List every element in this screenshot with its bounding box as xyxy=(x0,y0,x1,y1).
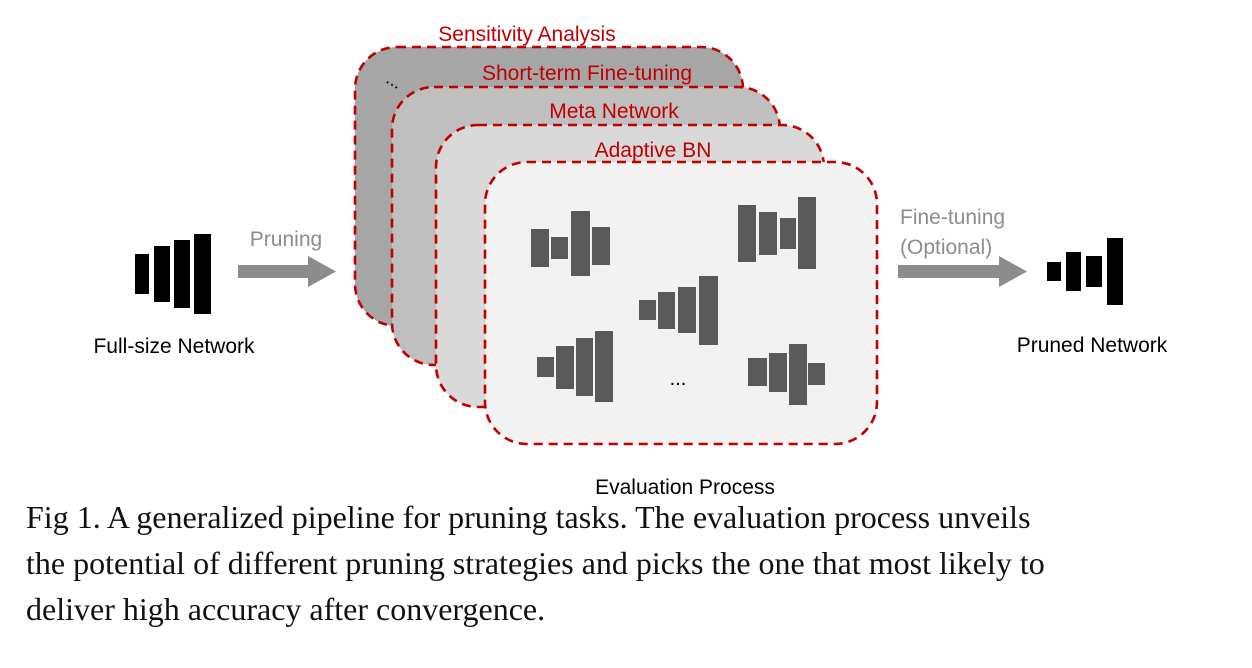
pruning-label: Pruning xyxy=(250,228,322,251)
figure-caption: Fig 1. A generalized pipeline for prunin… xyxy=(26,499,1236,658)
fine-tuning-label: Fine-tuning xyxy=(900,206,1005,229)
full-size-network-label: Full-size Network xyxy=(93,335,255,358)
caption-line-1: Fig 1. A generalized pipeline for prunin… xyxy=(26,499,1031,535)
full-size-network-icon xyxy=(135,234,211,314)
fine-tuning-optional-label: (Optional) xyxy=(900,236,992,259)
pruning-arrow xyxy=(238,256,336,287)
candidate-network-icon xyxy=(748,344,825,405)
pruned-network-icon xyxy=(1047,238,1123,305)
fine-tuning-arrow xyxy=(898,256,1027,287)
card-label-meta-network: Meta Network xyxy=(549,100,679,123)
pruning-pipeline-diagram: Full-size Network Pruning Sensitivity An… xyxy=(93,23,1168,499)
card-label-sensitivity-analysis: Sensitivity Analysis xyxy=(438,23,615,46)
pruned-network-label: Pruned Network xyxy=(1017,334,1168,357)
candidate-ellipsis: ... xyxy=(670,368,687,390)
candidate-network-icon xyxy=(537,331,613,402)
caption-line-3: deliver high accuracy after convergence. xyxy=(26,591,546,627)
card-label-adaptive-bn: Adaptive BN xyxy=(595,139,712,162)
card-label-short-term-fine-tuning: Short-term Fine-tuning xyxy=(482,62,692,85)
candidate-network-icon xyxy=(738,197,816,269)
candidate-network-icon xyxy=(531,211,610,276)
candidate-network-icon xyxy=(639,276,718,345)
caption-line-2: the potential of different pruning strat… xyxy=(26,545,1045,581)
evaluation-process-label: Evaluation Process xyxy=(595,476,775,499)
